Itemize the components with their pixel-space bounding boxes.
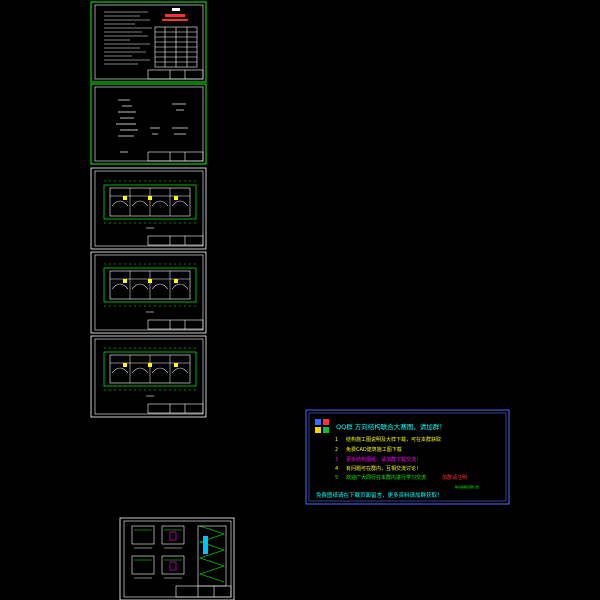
notice-item-1-num: 1	[335, 437, 338, 443]
notice-item-2-text: 免费CAD建筑施工图下载	[346, 446, 402, 453]
notice-item-4-num: 4	[335, 466, 338, 472]
notice-item-3-text: 更多结构图纸，请加群下载交流！	[346, 456, 421, 463]
floor-plan-drawing	[103, 180, 197, 229]
title-block	[175, 585, 232, 598]
title-block	[147, 319, 204, 330]
drawing-sheet-detail[interactable]	[119, 517, 235, 600]
notes-text-block	[104, 11, 152, 65]
notice-item-5-text: 欢迎广大同行在本群内进行学习交流	[346, 474, 426, 481]
notice-item-3-num: 3	[335, 457, 338, 463]
title-block	[147, 403, 204, 414]
notice-item-5-tail: 加群请注明	[442, 474, 467, 481]
red-detail-mark	[162, 8, 188, 21]
notice-item-1-text: 结构施工图说明及大样下载，可在本群获取	[346, 436, 441, 443]
title-block	[147, 235, 204, 246]
floor-plan-drawing	[103, 347, 197, 397]
notice-title: QQ群 方向结构联合大赛图，请加群！	[336, 422, 446, 431]
notice-panel[interactable]: QQ群 方向结构联合大赛图，请加群！ 1 结构施工图说明及大样下载，可在本群获取…	[305, 409, 510, 505]
drawing-sheet-notes-2[interactable]	[90, 83, 207, 165]
notice-footer: 免费图纸请在下载页面留言，更多资料请加群获取！	[316, 491, 443, 499]
drawing-sheet-notes-1[interactable]	[90, 1, 207, 83]
schedule-table	[154, 26, 198, 68]
drawing-sheet-plan-3[interactable]	[90, 335, 207, 418]
notice-small-line: 联系邮箱见群公告	[455, 484, 479, 489]
notice-item-2-num: 2	[335, 447, 338, 453]
notes-text-block	[116, 99, 188, 153]
notice-item-5-num: 5	[335, 475, 338, 481]
title-block	[147, 151, 204, 162]
drawing-sheet-plan-2[interactable]	[90, 251, 207, 334]
title-block	[147, 69, 204, 80]
notice-item-4-text: 有问题可在群内，互相交流讨论！	[346, 465, 421, 472]
floor-plan-drawing	[103, 263, 197, 313]
logo-icon	[315, 419, 329, 433]
drawing-sheet-plan-1[interactable]	[90, 167, 207, 250]
notice-list: 1 结构施工图说明及大样下载，可在本群获取 2 免费CAD建筑施工图下载 3 更…	[335, 436, 467, 481]
